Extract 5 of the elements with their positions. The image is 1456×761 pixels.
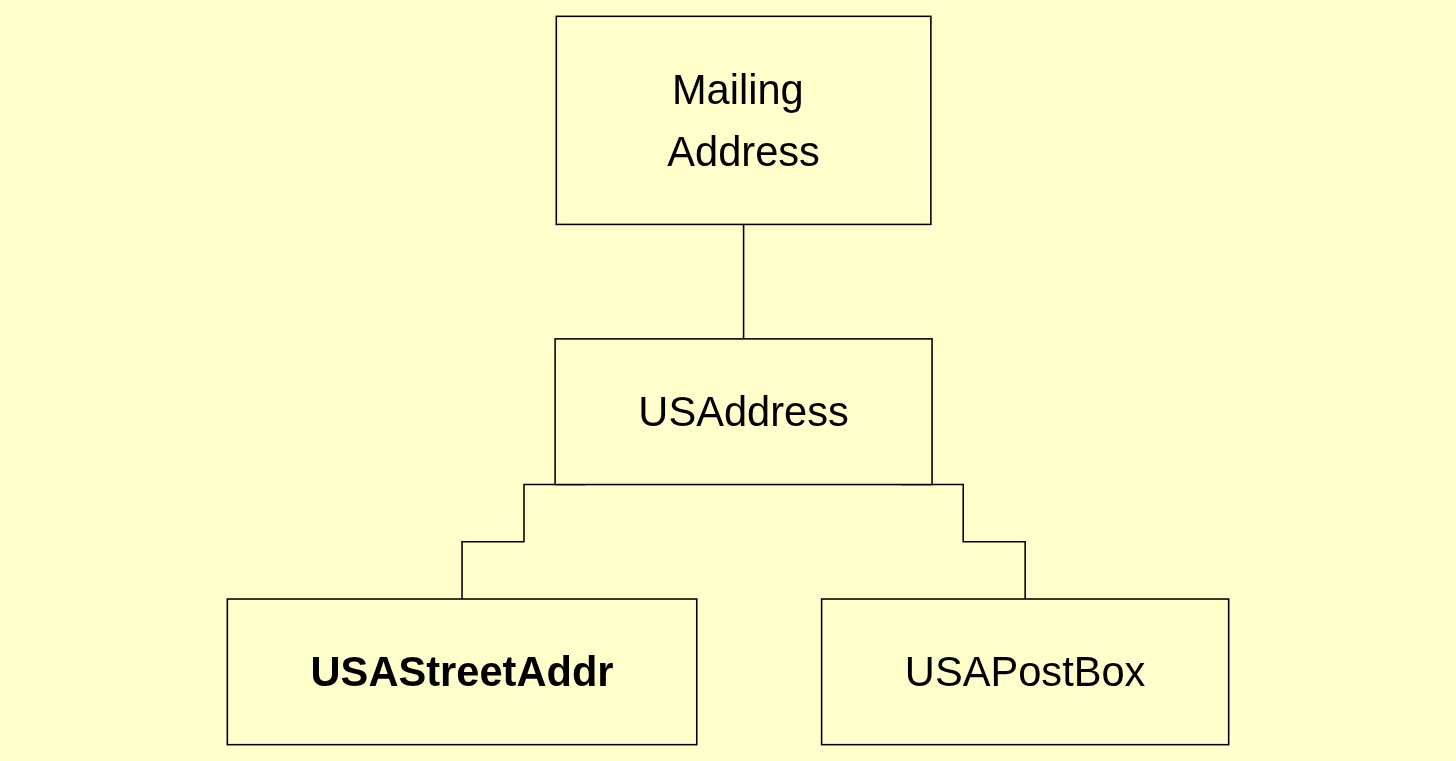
node-box: USAPostBox bbox=[820, 598, 1230, 746]
connector bbox=[742, 223, 745, 340]
node-box: USAStreetAddr bbox=[226, 598, 698, 746]
node-box: USAddress bbox=[554, 338, 933, 486]
node-box: Mailing Address bbox=[555, 15, 932, 226]
